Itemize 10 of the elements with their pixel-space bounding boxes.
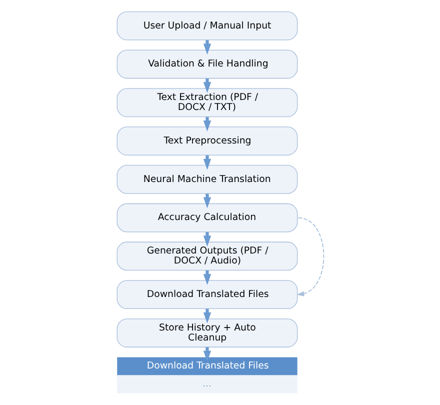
node-box: Validation & File Handling (116, 50, 298, 79)
node-box: Neural Machine Translation (116, 164, 298, 194)
node-box: User Upload / Manual Input (116, 11, 298, 40)
node-box: Accuracy Calculation (116, 203, 298, 232)
node-box: Text Preprocessing (116, 126, 298, 156)
node-box: Generated Outputs (PDF / DOCX / Audio) (116, 242, 298, 271)
node-box: Download Translated Files (116, 280, 298, 310)
node-box: Text Extraction (PDF / DOCX / TXT) (116, 88, 298, 118)
node-box: Store History + Auto Cleanup (116, 318, 298, 348)
arrow (296, 217, 324, 296)
